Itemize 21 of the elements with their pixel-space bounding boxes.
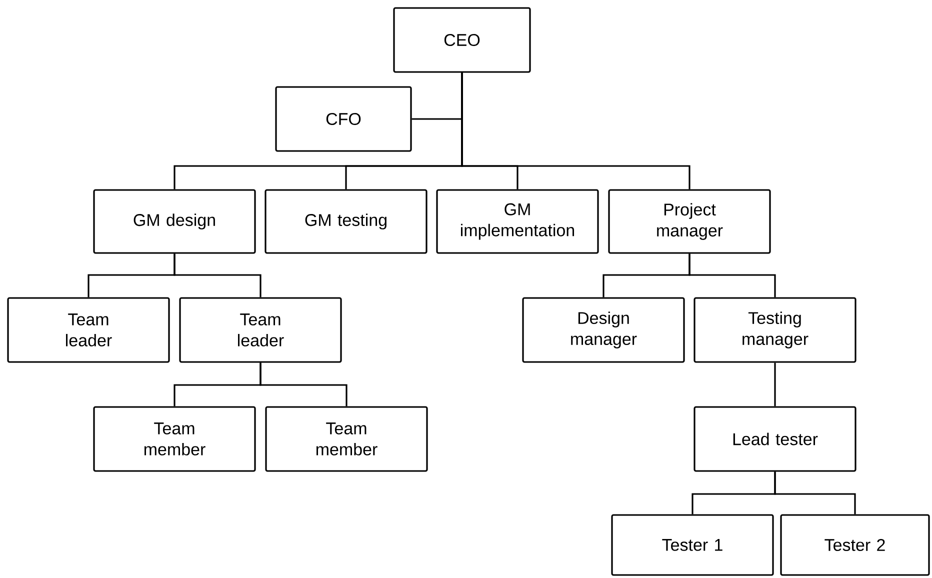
connector-line [260, 362, 348, 406]
org-box: Tester 1 [611, 514, 774, 576]
org-box: Tester 2 [780, 514, 930, 576]
org-box: Team leader [179, 297, 342, 363]
org-box: Team leader [7, 297, 170, 363]
org-box: Project manager [608, 189, 771, 254]
org-box: Team member [265, 406, 428, 472]
org-box: GM testing [264, 189, 428, 254]
org-box: Lead tester [694, 406, 856, 472]
connector-line [774, 362, 776, 406]
org-box: GM design [93, 189, 256, 254]
connector-line [688, 254, 776, 298]
org-box: Team member [93, 406, 256, 472]
connector-line [774, 472, 856, 514]
org-box: GM implementation [436, 189, 599, 254]
org-box: CEO [393, 7, 531, 73]
org-box: CFO [275, 86, 412, 152]
connector-line [461, 72, 690, 190]
org-box: Design manager [522, 297, 685, 363]
connector-line [174, 254, 262, 298]
org-box: Testing manager [694, 297, 856, 363]
